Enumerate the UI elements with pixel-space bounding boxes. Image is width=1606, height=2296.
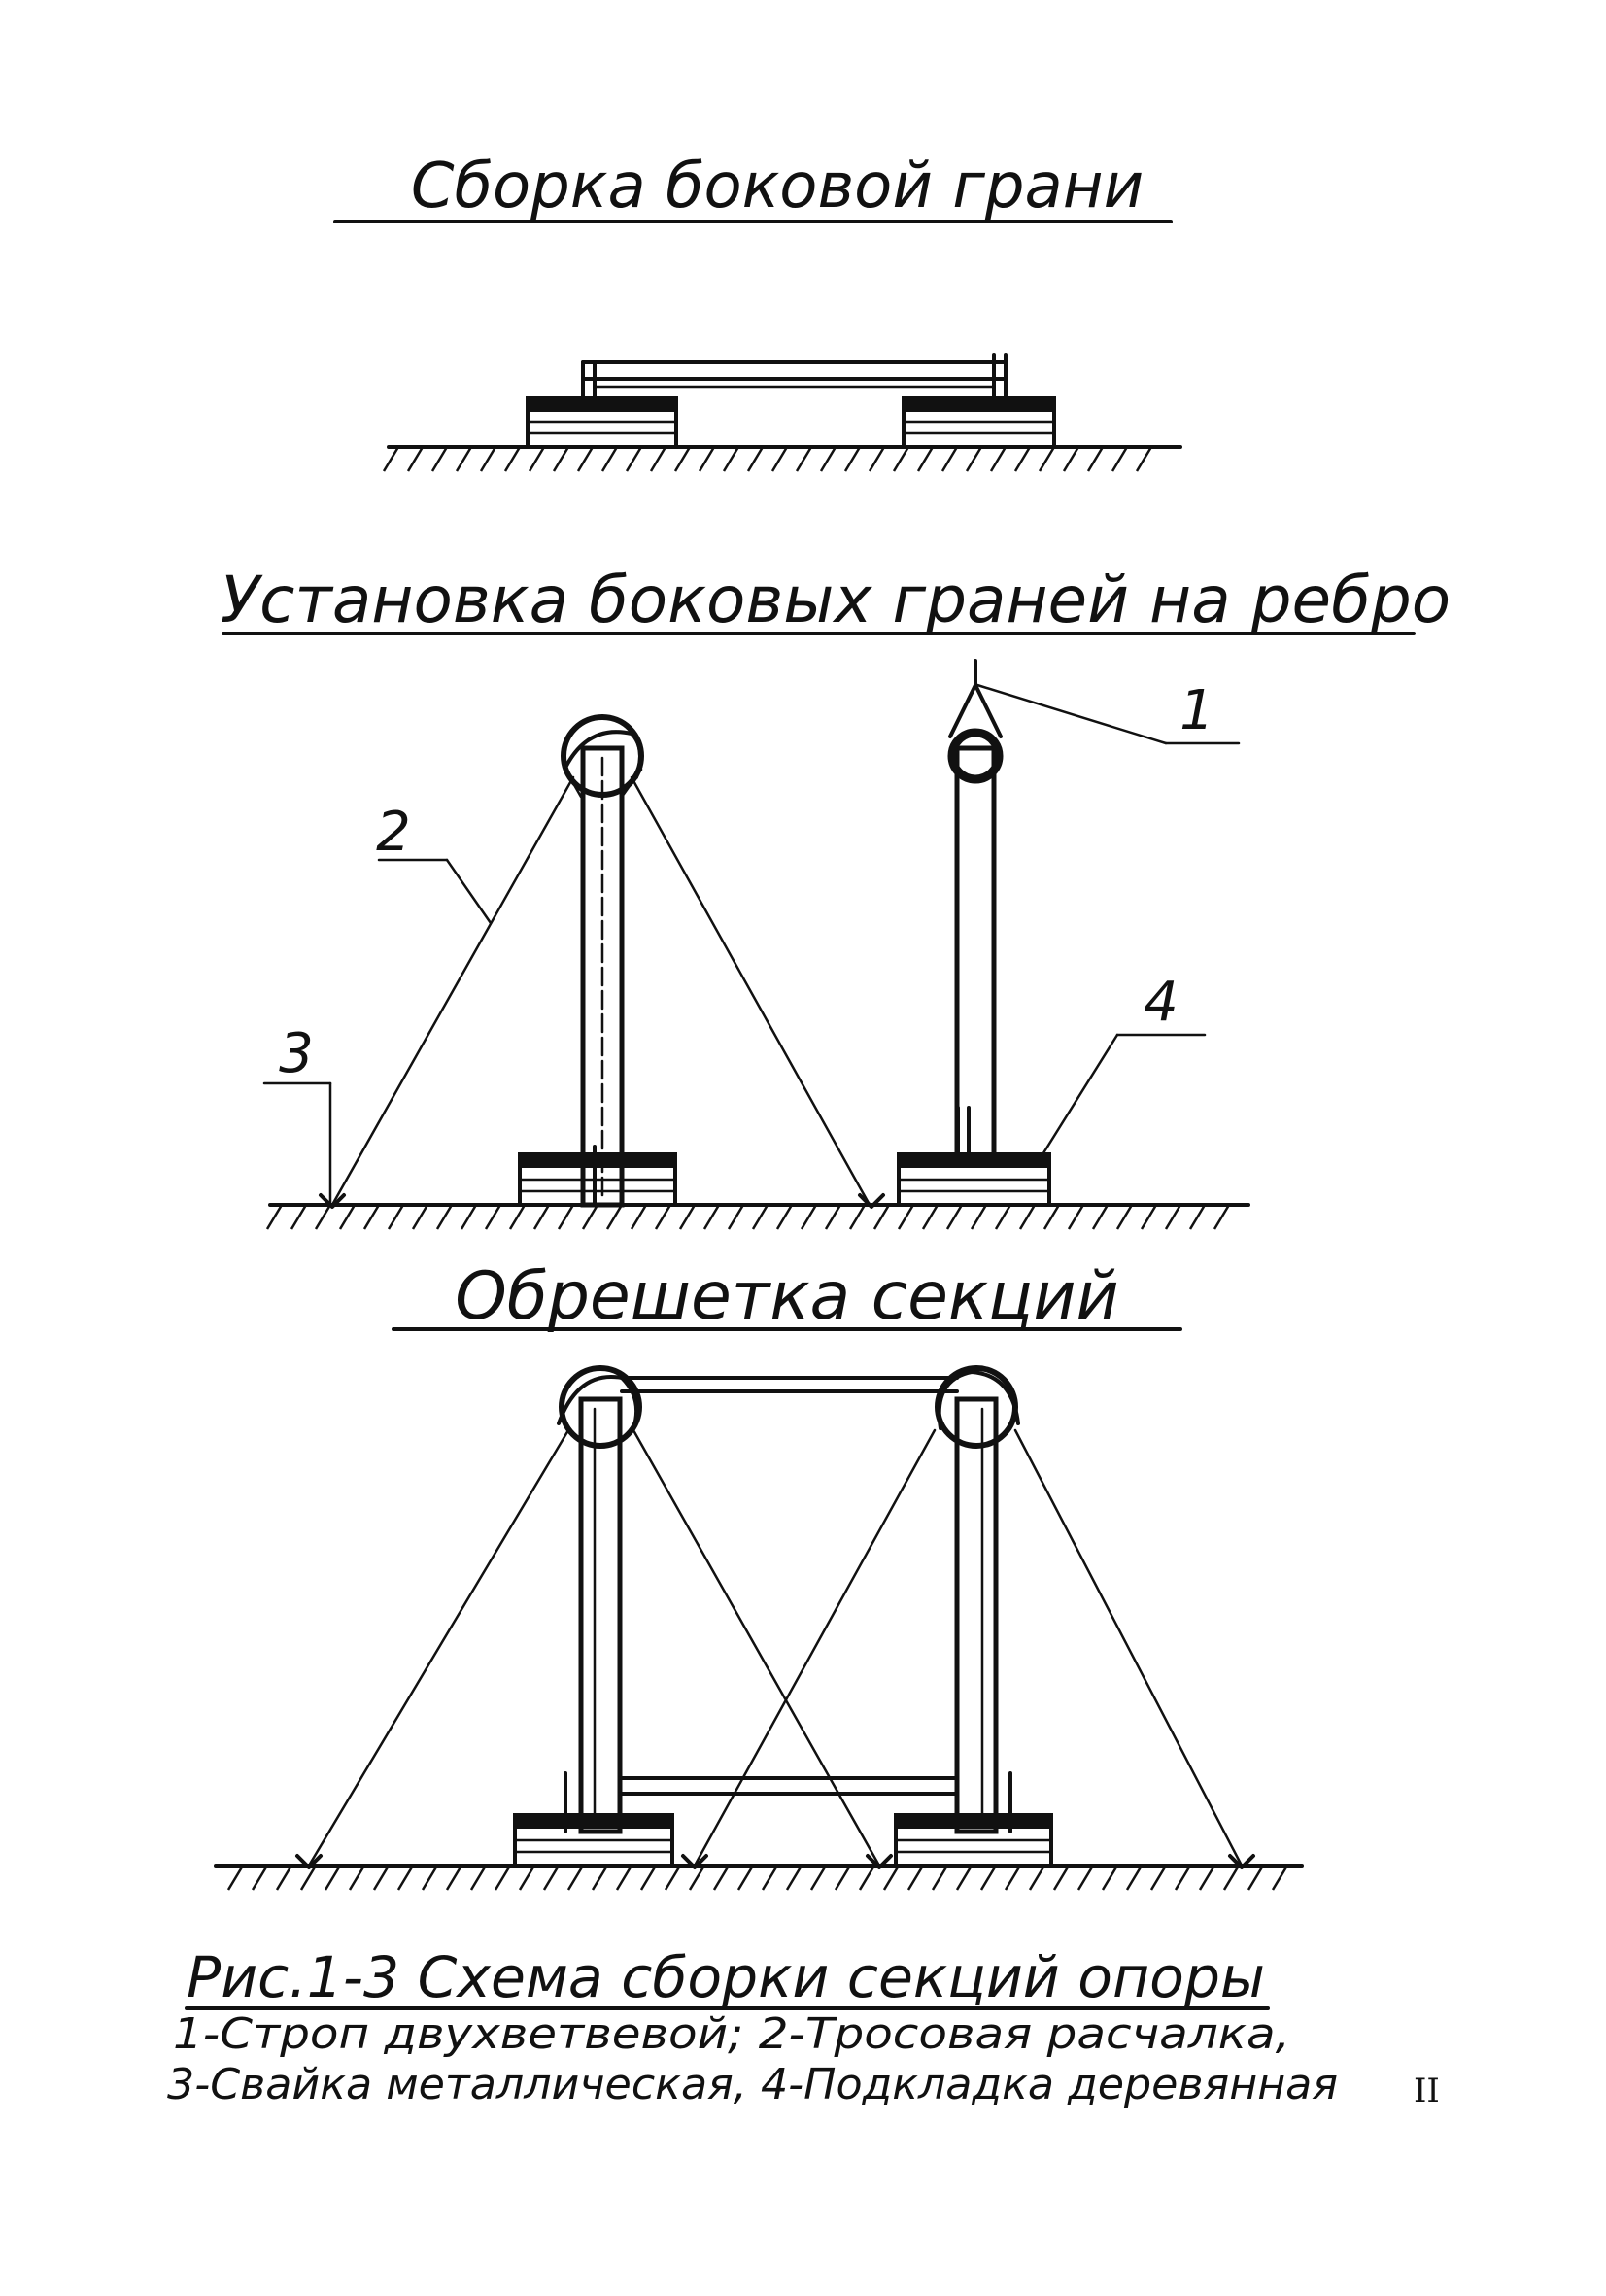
wood-block-right-2: [897, 1152, 1051, 1207]
title-side-faces-on-edge: Установка боковых граней на ребро: [221, 563, 1451, 637]
title-side-face-assembly: Сборка боковой грани: [411, 151, 1144, 223]
wood-block-left: [526, 396, 678, 449]
caption-title: Рис.1-3 Схема сборки секций опоры: [187, 1944, 1265, 2010]
upright-face-left: [561, 714, 644, 1208]
svg-text:4: 4: [1144, 971, 1179, 1034]
stake-right: [858, 1193, 885, 1209]
figure-caption: Рис.1-3 Схема сборки секций опоры 1-Стро…: [167, 1944, 1338, 2109]
caption-legend-line-2: 3-Свайка металлическая, 4-Подкладка дере…: [167, 2060, 1338, 2109]
truss-flat: [581, 353, 1008, 400]
ground-hatch-1: [382, 446, 1153, 472]
section-side-faces-on-edge: Установка боковых граней на ребро: [221, 563, 1451, 1230]
section-side-face-assembly: Сборка боковой грани: [333, 151, 1182, 472]
guy-ropes-lathing: [307, 1428, 1244, 1868]
guy-ropes-left-face: [330, 768, 871, 1207]
svg-text:1: 1: [1179, 679, 1214, 742]
wood-block-left-3: [513, 1813, 674, 1868]
upright-face-right: [947, 659, 1004, 1167]
lathing-upright-left: [557, 1365, 642, 1834]
svg-text:3: 3: [279, 1022, 314, 1085]
stake-4: [1228, 1854, 1255, 1869]
stake-2: [681, 1854, 708, 1869]
stake-1: [295, 1854, 323, 1869]
caption-legend-line-1: 1-Строп двухветвевой; 2-Тросовая расчалк…: [173, 2009, 1290, 2059]
svg-text:2: 2: [376, 801, 411, 864]
section-lathing: Обрешетка секций: [214, 1258, 1304, 1891]
ground-hatch-3: [226, 1865, 1289, 1891]
lathing-top-brace: [620, 1376, 959, 1393]
title-section-lathing: Обрешетка секций: [455, 1258, 1118, 1335]
stake-left: [319, 1193, 346, 1209]
stake-3: [866, 1854, 893, 1869]
callout-4: 4: [1040, 971, 1207, 1158]
ground-hatch-2: [265, 1204, 1231, 1230]
wood-block-right: [902, 396, 1056, 449]
callout-3: 3: [262, 1022, 332, 1207]
callout-1: 1: [975, 679, 1241, 745]
wood-block-left-2: [518, 1152, 677, 1207]
lathing-upright-right: [935, 1365, 1020, 1834]
page-number: II: [1414, 2072, 1440, 2110]
callout-2: 2: [376, 801, 493, 925]
wood-block-right-3: [894, 1813, 1053, 1868]
